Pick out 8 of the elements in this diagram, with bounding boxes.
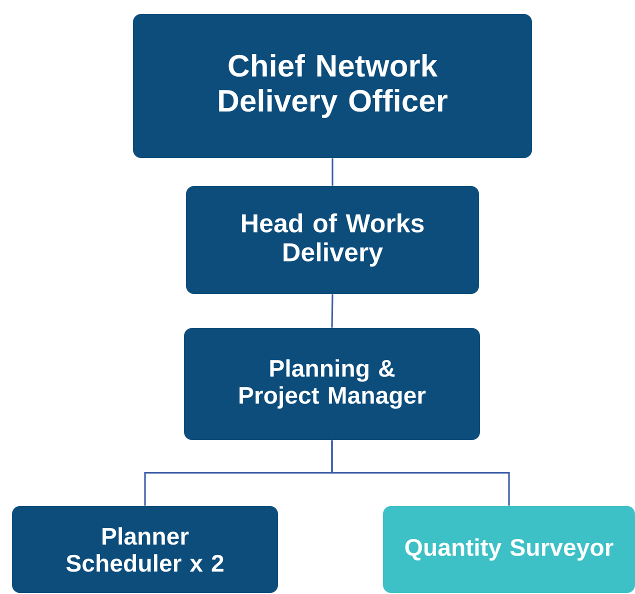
role-box: Quantity Surveyor bbox=[383, 506, 635, 593]
role-box: Head of Works Delivery bbox=[186, 186, 479, 294]
connector-line bbox=[332, 158, 334, 186]
connector-line bbox=[331, 294, 334, 328]
connector-line bbox=[331, 440, 510, 506]
role-box: Planner Scheduler x 2 bbox=[12, 506, 278, 593]
role-box: Planning & Project Manager bbox=[184, 328, 480, 440]
role-box: Chief Network Delivery Officer bbox=[133, 14, 532, 158]
